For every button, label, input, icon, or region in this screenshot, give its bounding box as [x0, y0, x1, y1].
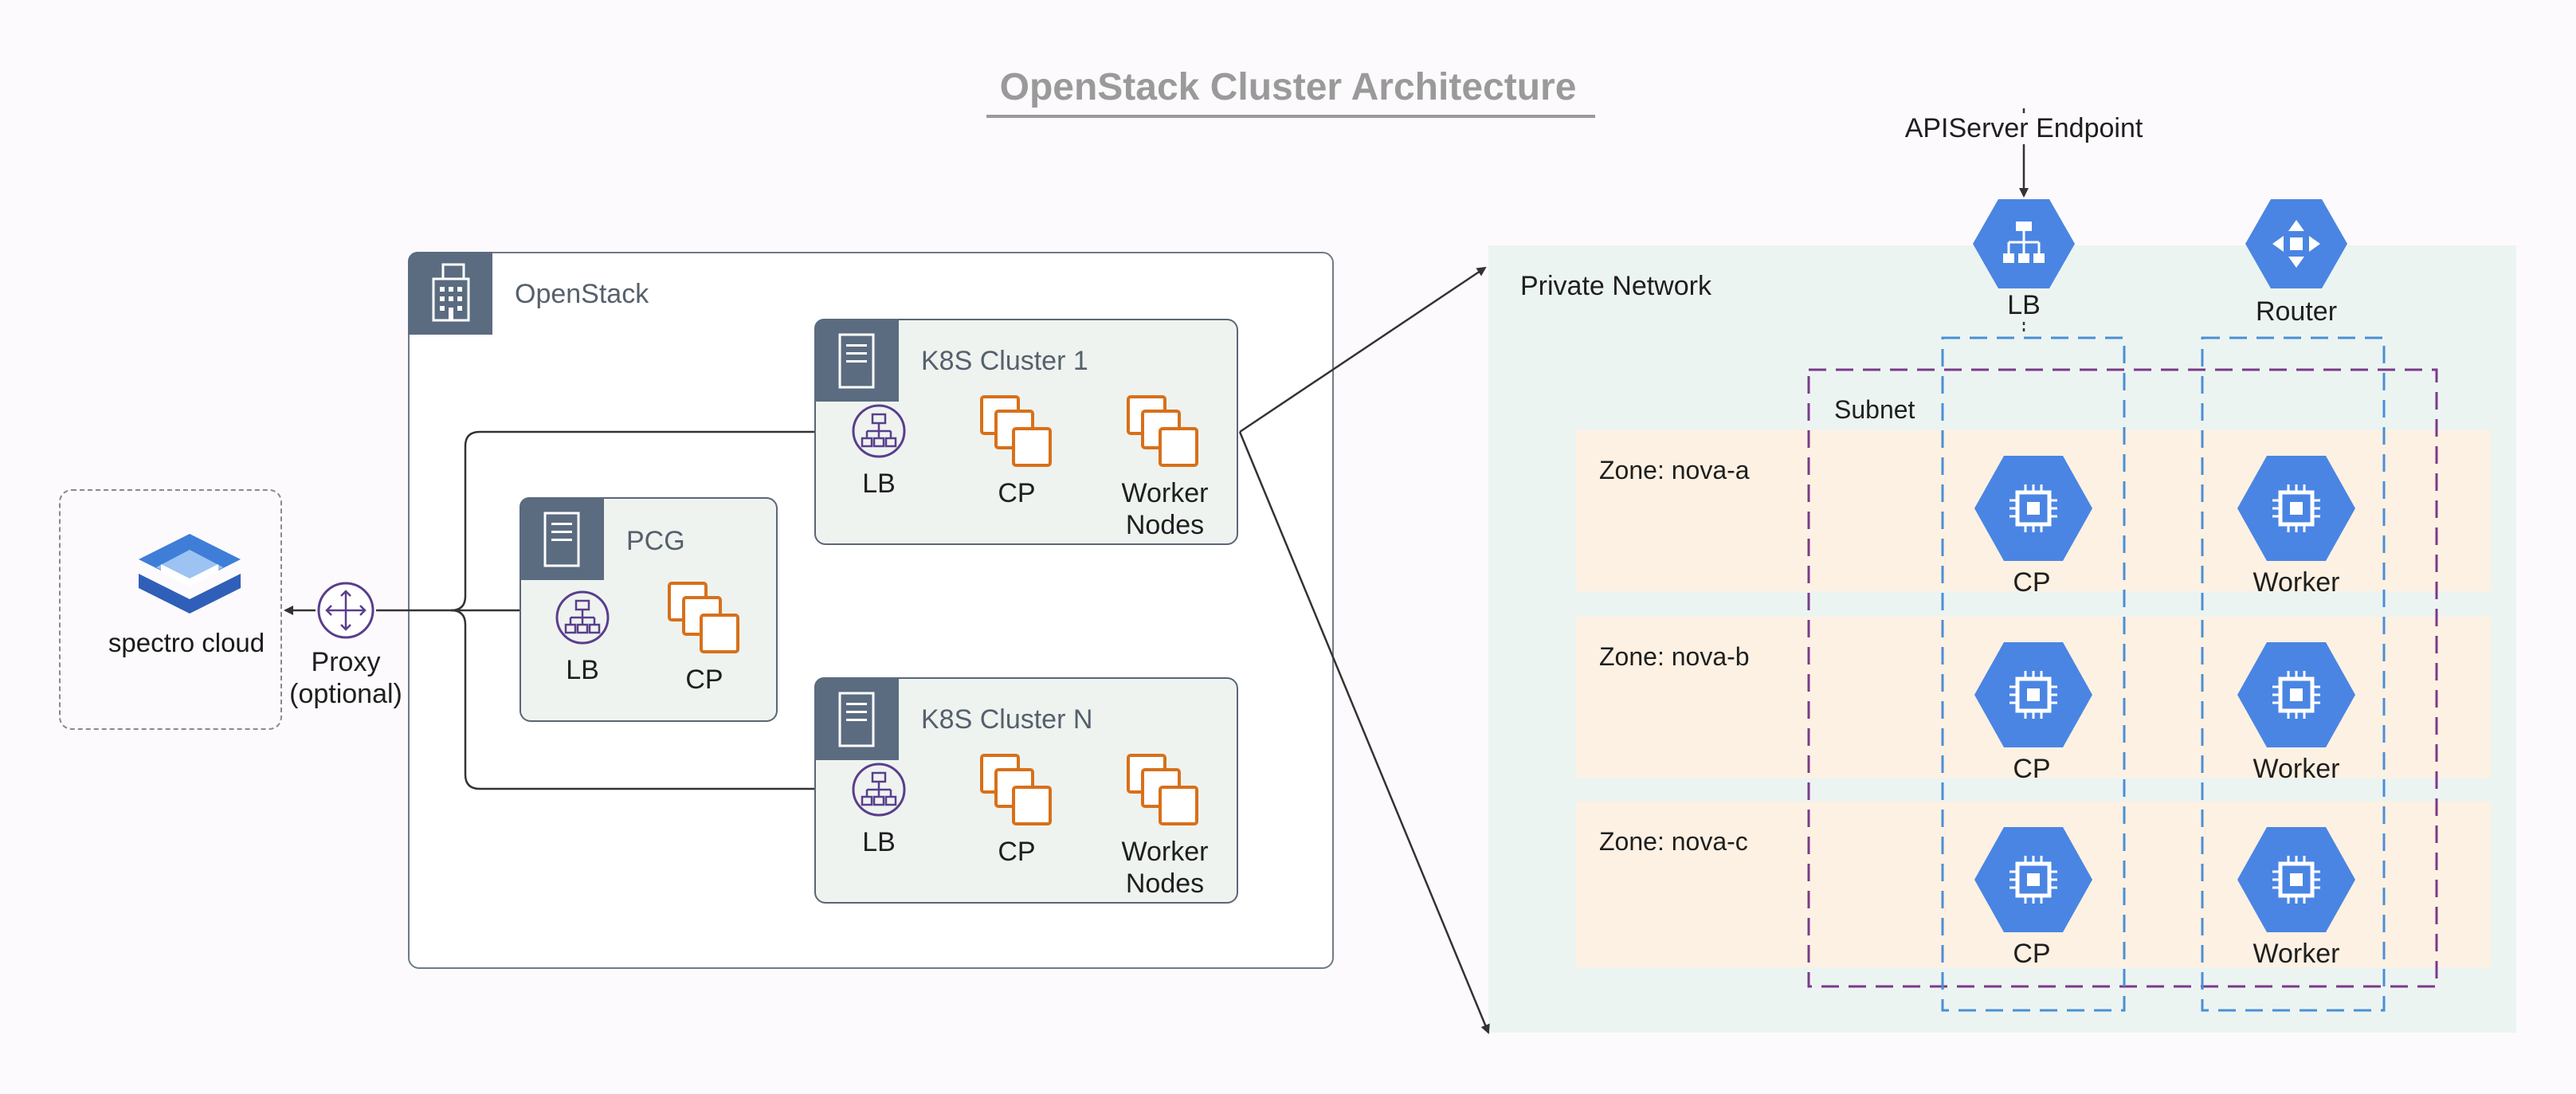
load-balancer-icon — [852, 763, 906, 817]
apiserver-endpoint-label: APIServer Endpoint — [1880, 113, 2167, 144]
zone-label-nova-a: Zone: nova-a — [1599, 456, 1750, 484]
zone-a-cp-label: CP — [2013, 567, 2051, 598]
instances-icon — [1127, 754, 1198, 825]
pcg-title: PCG — [626, 526, 685, 556]
private-lb-label: LB — [2007, 290, 2041, 320]
k8s-to-private-arrow-top — [1239, 266, 1487, 433]
worker-compute-icon — [2237, 642, 2355, 747]
worker-compute-icon — [2237, 456, 2355, 561]
load-balancer-icon — [555, 590, 610, 645]
server-icon — [543, 512, 580, 567]
compute-icon-grid — [1974, 456, 2355, 932]
k8s-n-worker-label-line1: Worker — [1121, 837, 1209, 867]
spectro-cloud-box — [59, 489, 282, 730]
instances-icon — [980, 754, 1052, 825]
subnet-boundary — [1807, 368, 2438, 988]
proxy-label-line1: Proxy — [311, 647, 381, 677]
k8s-cluster-n-title: K8S Cluster N — [921, 704, 1093, 735]
spectro-cloud-logo-icon — [139, 534, 241, 614]
k8s-1-worker-label-line2: Nodes — [1125, 510, 1205, 540]
spectro-cloud-wordmark: spectro cloud — [108, 628, 265, 657]
k8s-1-worker-label-line1: Worker — [1121, 478, 1209, 508]
k8s-n-cp-label: CP — [998, 837, 1036, 867]
zone-b-cp-label: CP — [2013, 754, 2051, 784]
bracket-line — [450, 609, 814, 790]
openstack-label: OpenStack — [515, 279, 649, 309]
instances-icon — [1127, 395, 1198, 467]
load-balancer-icon — [852, 404, 906, 458]
k8s-1-lb-label: LB — [862, 469, 896, 499]
gcp-router-icon — [2245, 199, 2347, 288]
zone-a-worker-label: Worker — [2253, 567, 2340, 598]
title-underline — [986, 115, 1595, 118]
cp-compute-icon — [1974, 456, 2092, 561]
subnet-label: Subnet — [1834, 395, 1915, 424]
private-network-label: Private Network — [1520, 271, 1711, 301]
k8s-n-lb-label: LB — [862, 827, 896, 857]
k8s-to-private-arrow-bottom — [1238, 431, 1490, 1034]
lb-column-boundary — [1941, 336, 2126, 1012]
pcg-lb-label: LB — [566, 655, 599, 685]
diagram-title: OpenStack Cluster Architecture — [999, 66, 1577, 108]
pcg-cp-label: CP — [685, 665, 723, 695]
proxy-icon — [317, 582, 374, 639]
zone-c-cp-label: CP — [2013, 939, 2051, 969]
gcp-load-balancer-icon — [1973, 199, 2075, 288]
cp-compute-icon — [1974, 827, 2092, 932]
bracket-line — [450, 430, 814, 612]
server-icon — [838, 333, 875, 389]
server-icon — [838, 692, 875, 747]
k8s-1-cp-label: CP — [998, 478, 1036, 508]
instances-icon — [668, 582, 739, 653]
k8s-n-worker-label-line2: Nodes — [1125, 869, 1205, 899]
router-label: Router — [2255, 296, 2338, 327]
instances-icon — [980, 395, 1052, 467]
building-icon — [432, 263, 470, 322]
cp-compute-icon — [1974, 642, 2092, 747]
zone-c-worker-label: Worker — [2253, 939, 2340, 969]
pcg-box — [520, 497, 778, 722]
zone-label-nova-c: Zone: nova-c — [1599, 827, 1748, 856]
zone-label-nova-b: Zone: nova-b — [1599, 642, 1750, 671]
worker-compute-icon — [2237, 827, 2355, 932]
router-column-boundary — [2201, 336, 2386, 1012]
proxy-label-line2: (optional) — [289, 679, 402, 709]
zone-b-worker-label: Worker — [2253, 754, 2340, 784]
k8s-cluster-1-title: K8S Cluster 1 — [921, 346, 1088, 376]
